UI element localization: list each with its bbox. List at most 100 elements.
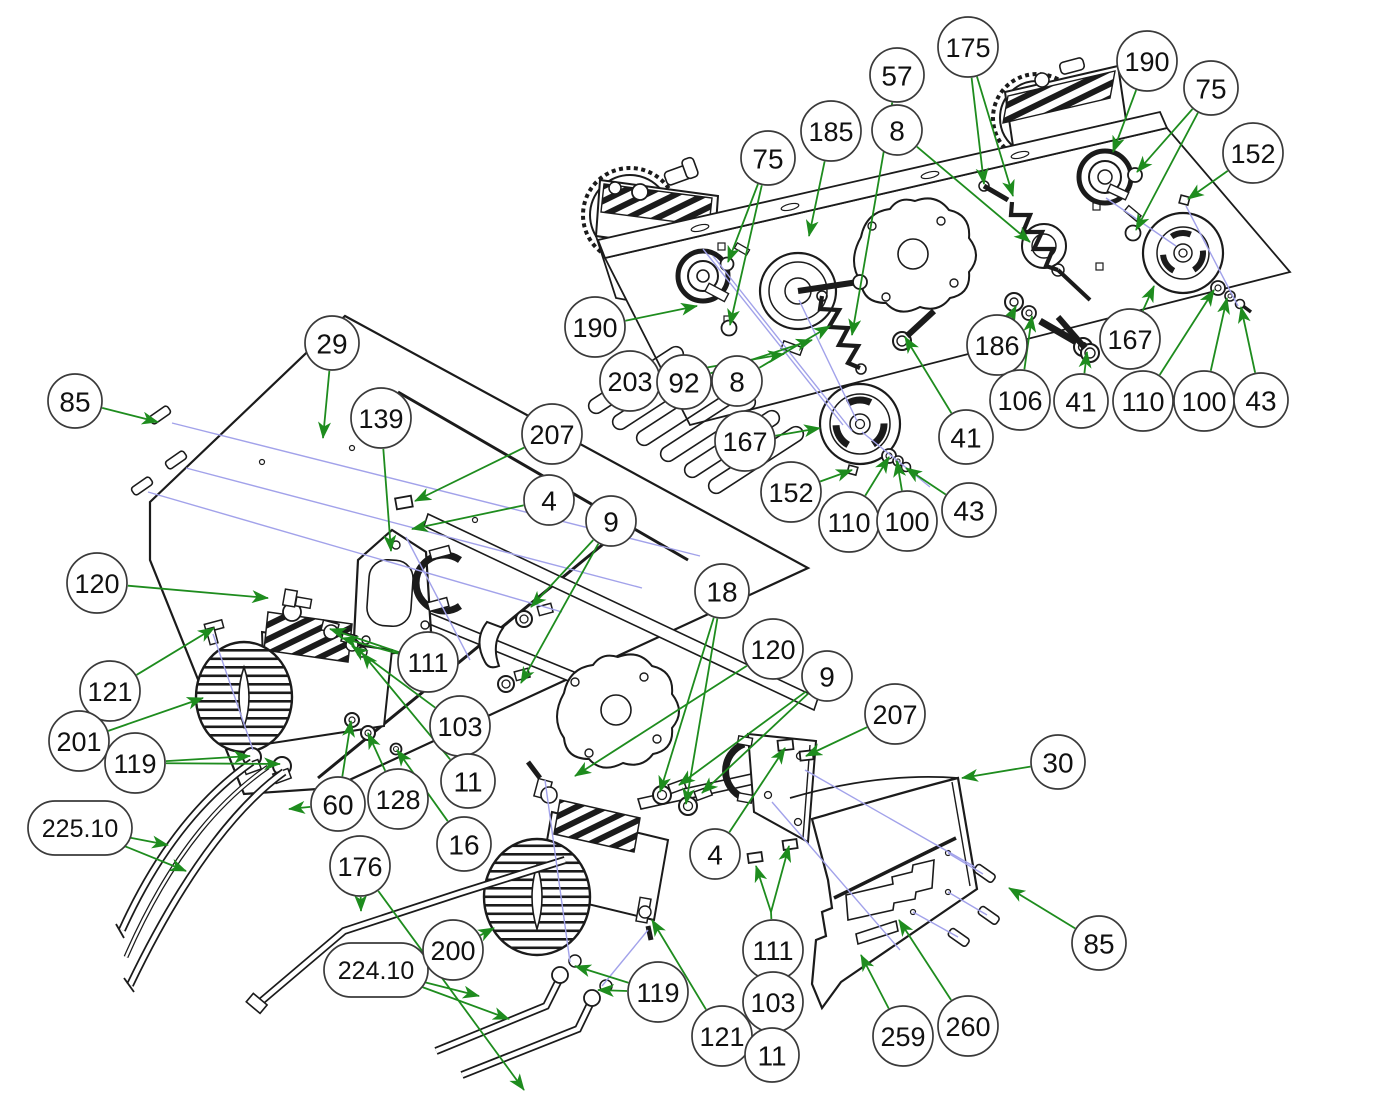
balloon-shape[interactable] <box>937 16 999 78</box>
callout-190[interactable]: 190 <box>1116 30 1178 92</box>
callout-75-2[interactable]: 75 <box>1183 60 1239 116</box>
callout-75[interactable]: 75 <box>740 130 796 186</box>
callout-9-2[interactable]: 9 <box>801 650 853 702</box>
callout-92[interactable]: 92 <box>656 354 712 410</box>
callout-120[interactable]: 120 <box>66 552 128 614</box>
balloon-shape[interactable] <box>422 919 484 981</box>
callout-225-10[interactable]: 225.10 <box>27 800 133 856</box>
balloon-shape[interactable] <box>1053 373 1109 429</box>
balloon-shape[interactable] <box>350 387 412 449</box>
callout-43-2[interactable]: 43 <box>941 482 997 538</box>
callout-139[interactable]: 139 <box>350 387 412 449</box>
balloon-shape[interactable] <box>714 410 776 472</box>
callout-41-2[interactable]: 41 <box>938 409 994 465</box>
callout-121-2[interactable]: 121 <box>691 1005 753 1067</box>
balloon-shape[interactable] <box>1030 734 1086 790</box>
callout-106[interactable]: 106 <box>989 369 1051 431</box>
balloon-shape[interactable] <box>989 369 1051 431</box>
balloon-shape[interactable] <box>864 683 926 745</box>
callout-176[interactable]: 176 <box>329 835 391 897</box>
balloon-shape[interactable] <box>740 130 796 186</box>
callout-224-10[interactable]: 224.10 <box>323 942 429 998</box>
callout-110-2[interactable]: 110 <box>818 491 880 553</box>
balloon-shape[interactable] <box>742 618 804 680</box>
callout-190-2[interactable]: 190 <box>564 296 626 358</box>
callout-11[interactable]: 11 <box>440 753 496 809</box>
callout-57[interactable]: 57 <box>869 47 925 103</box>
callout-29[interactable]: 29 <box>304 315 360 371</box>
balloon-shape[interactable] <box>711 355 763 407</box>
balloon-shape[interactable] <box>329 835 391 897</box>
balloon-shape[interactable] <box>304 315 360 371</box>
callout-119-2[interactable]: 119 <box>627 961 689 1023</box>
callout-119[interactable]: 119 <box>104 732 166 794</box>
callout-8-2[interactable]: 8 <box>711 355 763 407</box>
callout-110[interactable]: 110 <box>1112 370 1174 432</box>
callout-8[interactable]: 8 <box>871 104 923 156</box>
balloon-shape[interactable] <box>1183 60 1239 116</box>
callout-30[interactable]: 30 <box>1030 734 1086 790</box>
callout-260[interactable]: 260 <box>937 995 999 1057</box>
balloon-shape[interactable] <box>800 100 862 162</box>
callout-85-2[interactable]: 85 <box>1071 915 1127 971</box>
balloon-shape[interactable] <box>79 660 141 722</box>
callout-128[interactable]: 128 <box>367 768 429 830</box>
balloon-shape[interactable] <box>1233 372 1289 428</box>
balloon-shape[interactable] <box>1071 915 1127 971</box>
callout-186[interactable]: 186 <box>966 314 1028 376</box>
balloon-shape[interactable] <box>27 800 133 856</box>
callout-18[interactable]: 18 <box>694 563 750 619</box>
balloon-shape[interactable] <box>801 650 853 702</box>
callout-152[interactable]: 152 <box>1222 122 1284 184</box>
balloon-shape[interactable] <box>1112 370 1174 432</box>
callout-200[interactable]: 200 <box>422 919 484 981</box>
balloon-shape[interactable] <box>310 776 366 832</box>
balloon-shape[interactable] <box>869 47 925 103</box>
balloon-shape[interactable] <box>523 474 575 526</box>
balloon-shape[interactable] <box>876 490 938 552</box>
balloon-shape[interactable] <box>937 995 999 1057</box>
balloon-shape[interactable] <box>521 403 583 465</box>
callout-103[interactable]: 103 <box>429 695 491 757</box>
callout-11-2[interactable]: 11 <box>744 1027 800 1083</box>
balloon-shape[interactable] <box>941 482 997 538</box>
callout-203[interactable]: 203 <box>599 350 661 412</box>
callout-259[interactable]: 259 <box>872 1005 934 1067</box>
callout-16[interactable]: 16 <box>436 816 492 872</box>
callout-207[interactable]: 207 <box>521 403 583 465</box>
callout-201[interactable]: 201 <box>48 710 110 772</box>
callout-60[interactable]: 60 <box>310 776 366 832</box>
balloon-shape[interactable] <box>397 631 459 693</box>
callout-121[interactable]: 121 <box>79 660 141 722</box>
balloon-shape[interactable] <box>48 710 110 772</box>
balloon-shape[interactable] <box>694 563 750 619</box>
callout-167-2[interactable]: 167 <box>714 410 776 472</box>
balloon-shape[interactable] <box>966 314 1028 376</box>
callout-100-2[interactable]: 100 <box>876 490 938 552</box>
balloon-shape[interactable] <box>744 1027 800 1083</box>
balloon-shape[interactable] <box>104 732 166 794</box>
balloon-shape[interactable] <box>1222 122 1284 184</box>
balloon-shape[interactable] <box>66 552 128 614</box>
balloon-shape[interactable] <box>1116 30 1178 92</box>
balloon-shape[interactable] <box>436 816 492 872</box>
balloon-shape[interactable] <box>627 961 689 1023</box>
callout-152-2[interactable]: 152 <box>760 461 822 523</box>
balloon-shape[interactable] <box>47 373 103 429</box>
callout-103-2[interactable]: 103 <box>742 971 804 1033</box>
balloon-shape[interactable] <box>585 495 637 547</box>
callout-167[interactable]: 167 <box>1099 308 1161 370</box>
callout-41[interactable]: 41 <box>1053 373 1109 429</box>
callout-4-2[interactable]: 4 <box>689 828 741 880</box>
balloon-shape[interactable] <box>1099 308 1161 370</box>
balloon-shape[interactable] <box>323 942 429 998</box>
callout-100[interactable]: 100 <box>1173 370 1235 432</box>
balloon-shape[interactable] <box>564 296 626 358</box>
balloon-shape[interactable] <box>367 768 429 830</box>
balloon-shape[interactable] <box>938 409 994 465</box>
callout-4[interactable]: 4 <box>523 474 575 526</box>
callout-207-2[interactable]: 207 <box>864 683 926 745</box>
balloon-shape[interactable] <box>656 354 712 410</box>
balloon-shape[interactable] <box>760 461 822 523</box>
callout-175[interactable]: 175 <box>937 16 999 78</box>
